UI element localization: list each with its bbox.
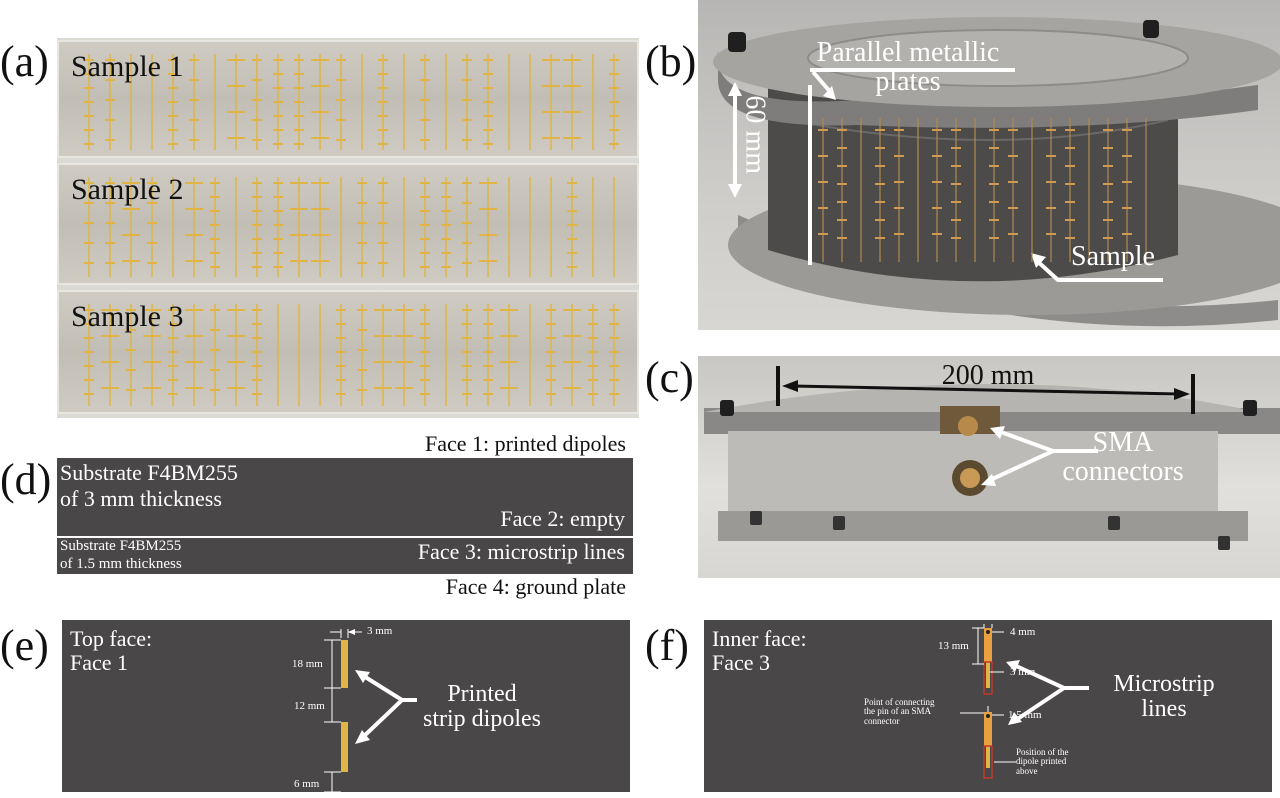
- e-anno-line-2: strip dipoles: [423, 706, 541, 733]
- sample-annotation: Sample: [1053, 242, 1173, 271]
- f-dim-line: 3 mm: [1010, 666, 1036, 678]
- e-annotation: Printed strip dipoles: [412, 681, 552, 733]
- e-dim-edge: 6 mm: [294, 778, 320, 790]
- e-dim-width: 3 mm: [367, 625, 393, 637]
- sample-1-label: Sample 1: [71, 50, 184, 83]
- microstrip-drawing: [960, 624, 1089, 779]
- waveguide-photo: Parallel metallic plates 60 mm Sample: [698, 0, 1280, 330]
- sub1-line-1: Substrate F4BM255: [60, 460, 238, 485]
- sub1-line-2: of 3 mm thickness: [60, 486, 222, 511]
- f-pos-line-1: Position of the: [1016, 747, 1069, 757]
- sub2-line-1: Substrate F4BM255: [60, 538, 182, 554]
- f-title-line-2: Face 3: [712, 650, 771, 675]
- top-face-panel: Top face: Face 1 3 mm 18 mm 12 mm 6 mm P…: [62, 620, 630, 793]
- f-dim-small: 1.5 mm: [1008, 709, 1042, 721]
- panel-label-a: (a): [0, 37, 49, 86]
- face1-label: Face 1: printed dipoles: [424, 431, 626, 456]
- f-dim-length: 13 mm: [938, 640, 969, 652]
- f-pos-line-2: dipole printed: [1016, 756, 1067, 767]
- substrate-3mm: Substrate F4BM255 of 3 mm thickness Face…: [57, 458, 633, 536]
- connectors-line-2: connectors: [1062, 456, 1184, 488]
- connectors-line-1: SMA: [1092, 427, 1154, 458]
- panel-label-b: (b): [645, 37, 697, 86]
- e-anno-line-1: Printed: [447, 681, 517, 707]
- sample-3-pattern: [84, 304, 619, 406]
- connectors-drawing: [704, 366, 1280, 550]
- height-annotation: 60 mm: [739, 90, 771, 180]
- e-title-line-1: Top face:: [70, 626, 153, 651]
- f-title-line-1: Inner face:: [712, 626, 807, 651]
- sample-text: Sample: [1071, 241, 1155, 272]
- e-dim-length: 18 mm: [292, 658, 323, 670]
- f-point-line-1: Point of connecting: [864, 697, 935, 707]
- f-pos-note: Position of the dipole printed above: [1016, 747, 1106, 776]
- panel-label-f: (f): [645, 621, 689, 670]
- panel-label-e: (e): [0, 621, 49, 670]
- substrate-1.5mm: Substrate F4BM255 of 1.5 mm thickness Fa…: [57, 538, 633, 574]
- sample-strip-3: Sample 3: [57, 290, 639, 414]
- panel-label-d: (d): [0, 455, 52, 504]
- f-pos-line-3: above: [1016, 765, 1038, 776]
- f-point-note: Point of connecting the pin of an SMA co…: [864, 697, 964, 726]
- samples-photo: Sample 1 Sample 2 Sample 3: [57, 38, 639, 418]
- plates-annotation: Parallel metallic plates: [798, 38, 1018, 97]
- sample-2-label: Sample 2: [71, 173, 184, 206]
- f-anno-line-1: Microstrip: [1113, 671, 1215, 697]
- connectors-annotation: SMA connectors: [1048, 428, 1198, 487]
- plates-text: Parallel metallic plates: [816, 37, 1000, 98]
- f-anno-line-2: lines: [1141, 696, 1187, 723]
- dipole-drawing: [324, 629, 417, 793]
- e-dim-gap: 12 mm: [294, 700, 325, 712]
- inner-face-panel: Inner face: Face 3 4 mm 13 mm 3 mm 1.5 m…: [704, 620, 1272, 792]
- width-annotation: 200 mm: [928, 361, 1048, 390]
- sample-strip-2: Sample 2: [57, 163, 639, 285]
- f-point-line-2: the pin of an SMA: [864, 706, 931, 717]
- sample-strip-1: Sample 1: [57, 40, 639, 158]
- face3-label: Face 3: microstrip lines: [417, 539, 625, 564]
- f-dim-width: 4 mm: [1010, 626, 1036, 638]
- f-point-line-3: connector: [864, 715, 900, 726]
- sample-1-pattern: [84, 54, 619, 150]
- width-text: 200 mm: [941, 360, 1035, 391]
- sub2-line-2: of 1.5 mm thickness: [60, 556, 182, 572]
- face4-label: Face 4: ground plate: [445, 574, 626, 599]
- face2-label: Face 2: empty: [500, 506, 625, 531]
- sample-3-label: Sample 3: [71, 300, 184, 333]
- sample-dipoles-on-wall: [818, 118, 1147, 262]
- panel-label-c: (c): [645, 353, 694, 402]
- sample-2-pattern: [84, 177, 615, 277]
- height-text: 60 mm: [739, 95, 771, 174]
- f-annotation: Microstrip lines: [1094, 671, 1234, 723]
- waveguide-drawing: [713, 17, 1280, 327]
- e-title-line-2: Face 1: [70, 650, 129, 675]
- connectors-photo: 200 mm SMA connectors: [698, 356, 1280, 578]
